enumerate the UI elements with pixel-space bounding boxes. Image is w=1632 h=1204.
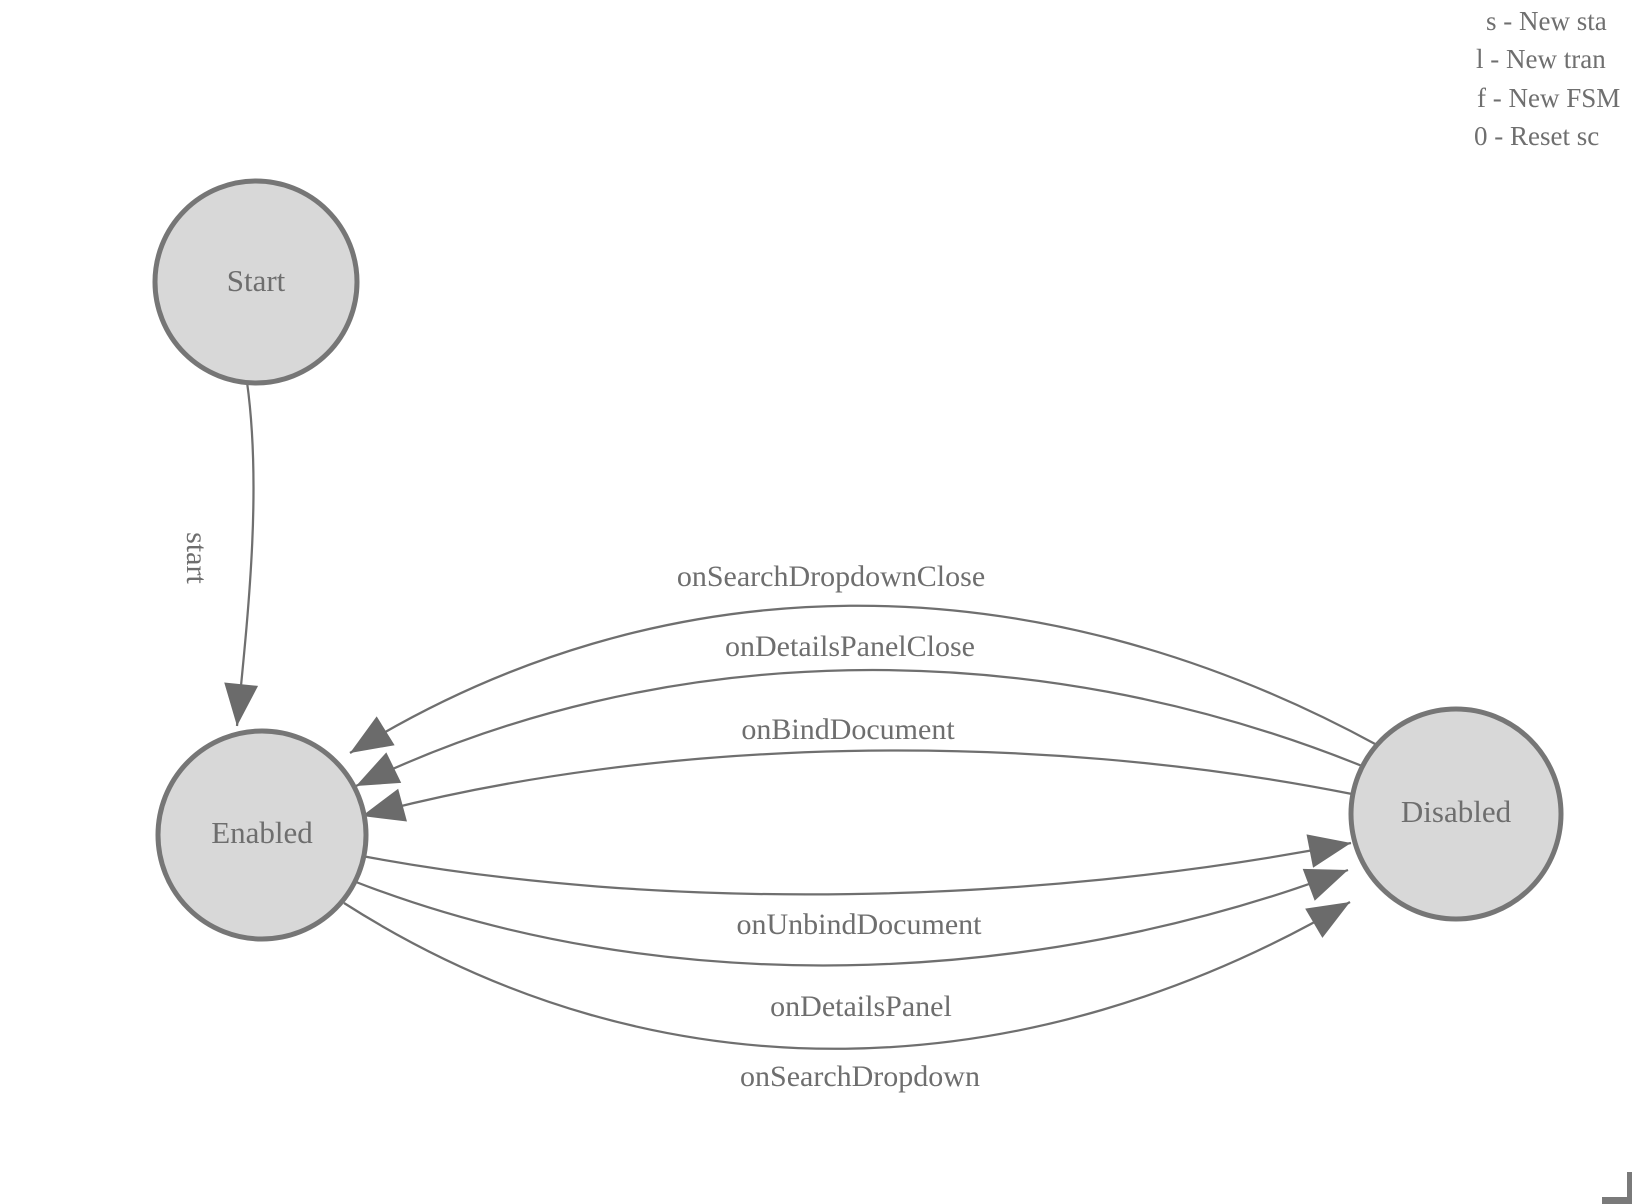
transition-edge-start[interactable]: start <box>180 381 259 727</box>
edge-line[interactable] <box>355 868 1349 967</box>
legend-line: s - New sta <box>1486 6 1607 36</box>
corner-widget-horizontal-bar <box>1602 1197 1632 1204</box>
state-node-disabled[interactable]: Disabled <box>1348 706 1564 922</box>
state-label: Enabled <box>211 815 313 850</box>
transition-edge-onDetailsPanelClose[interactable]: onDetailsPanelClose <box>355 630 1363 788</box>
edge-label-onBindDocument: onBindDocument <box>741 713 955 746</box>
state-label: Disabled <box>1401 794 1512 829</box>
legend-line: l - New tran <box>1476 44 1606 74</box>
edge-label-onUnbindDocument: onUnbindDocument <box>737 908 983 941</box>
legend-line: f - New FSM <box>1477 83 1620 113</box>
legend-line: 0 - Reset sc <box>1474 121 1599 151</box>
state-node-enabled[interactable]: Enabled <box>155 728 369 942</box>
hotkey-legend: s - New sta l - New tran f - New FSM 0 -… <box>1474 6 1620 151</box>
transition-edge-onSearchDropdownClose[interactable]: onSearchDropdownClose <box>349 560 1378 754</box>
edge-line[interactable] <box>361 749 1353 822</box>
corner-widget <box>1602 1172 1632 1204</box>
transition-edge-onBindDocument[interactable]: onBindDocument <box>361 713 1353 822</box>
state-circle[interactable] <box>155 728 369 942</box>
state-circle[interactable] <box>1348 706 1564 922</box>
edge-label-onDetailsPanelClose: onDetailsPanelClose <box>725 630 975 663</box>
state-label: Start <box>227 263 286 298</box>
corner-widget-vertical-bar <box>1627 1172 1632 1204</box>
edge-label-onDetailsPanel: onDetailsPanel <box>770 990 952 1023</box>
edge-line[interactable] <box>224 381 259 727</box>
edge-label-onSearchDropdown: onSearchDropdown <box>740 1060 980 1093</box>
edge-line[interactable] <box>343 901 1351 1050</box>
state-circle[interactable] <box>152 178 360 386</box>
state-node-start[interactable]: Start <box>152 178 360 386</box>
edge-line[interactable] <box>349 604 1378 754</box>
edge-line[interactable] <box>355 668 1363 788</box>
edge-label-onSearchDropdownClose: onSearchDropdownClose <box>677 560 985 593</box>
transition-edge-onUnbindDocument[interactable]: onUnbindDocument <box>361 834 1352 941</box>
edge-line[interactable] <box>361 834 1352 896</box>
edge-label-start: start <box>180 532 213 584</box>
transition-edge-onSearchDropdown[interactable]: onSearchDropdown <box>343 901 1351 1093</box>
transition-edge-onDetailsPanel[interactable]: onDetailsPanel <box>355 868 1349 1023</box>
